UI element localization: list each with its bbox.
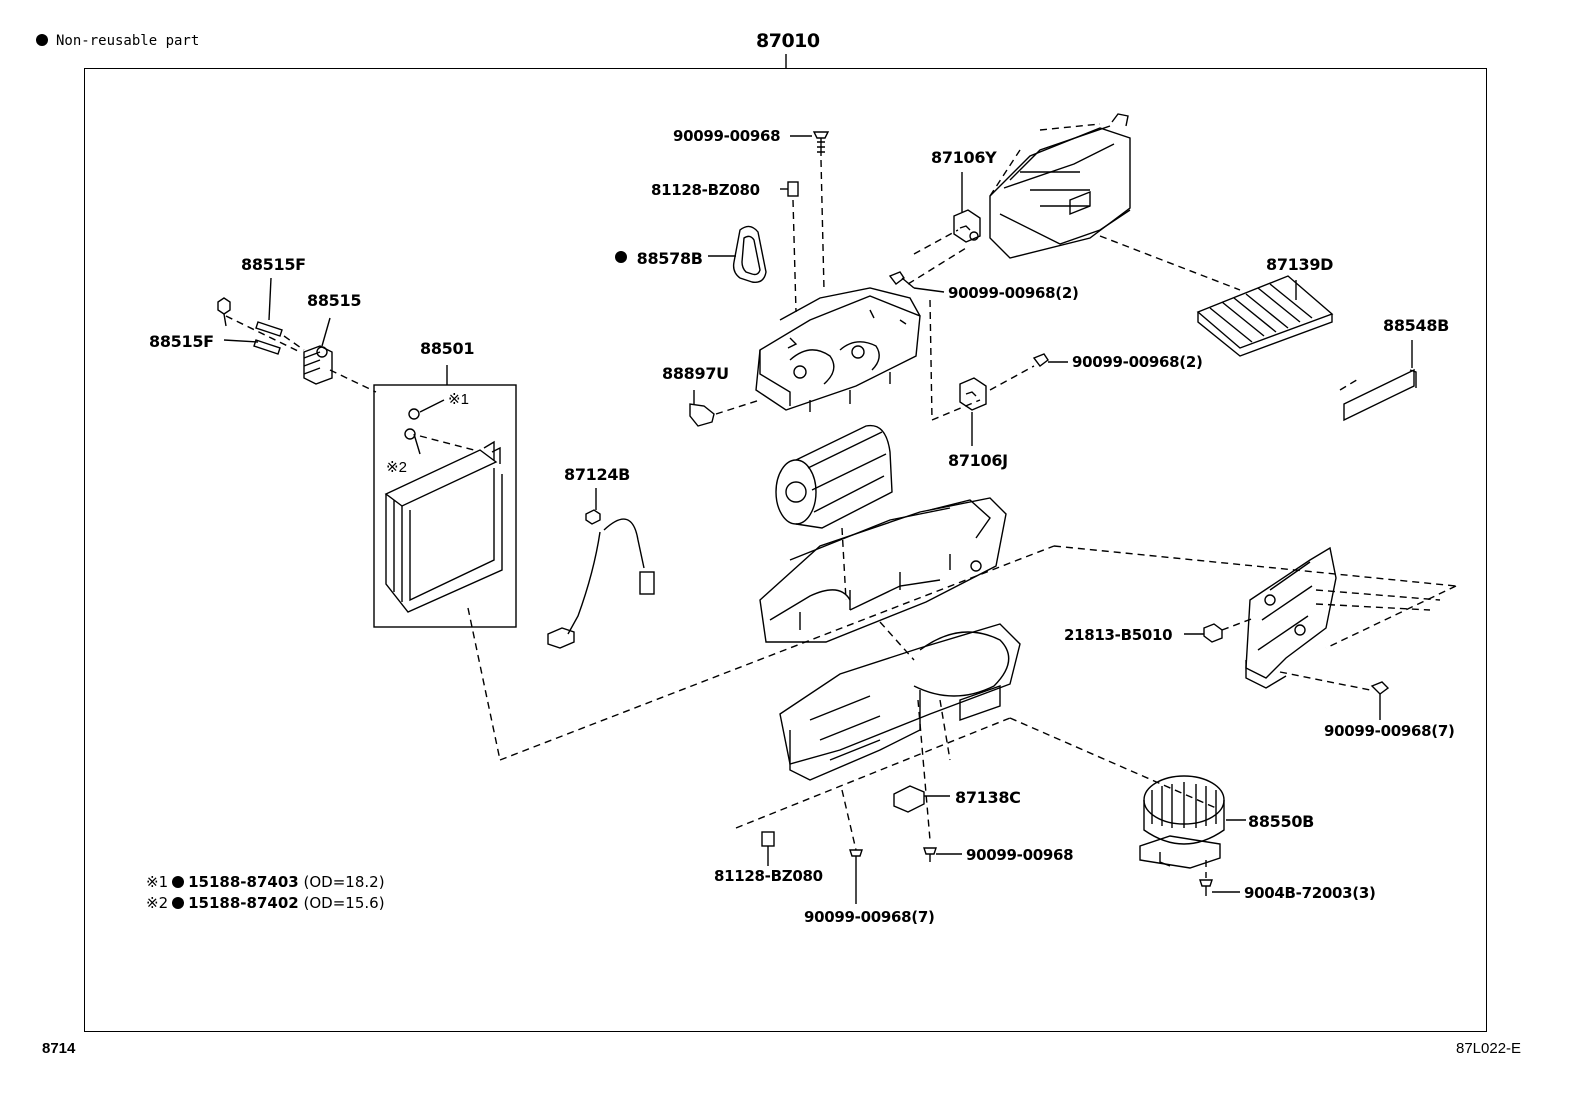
part-90099-00968-bottom-screw-drawing <box>923 847 962 862</box>
part-90099-00968-2a-screw-drawing <box>888 271 945 293</box>
part-88501-evaporator-drawing <box>384 399 503 613</box>
legend-text: Non-reusable part <box>56 33 200 49</box>
evaporator-box <box>373 384 517 628</box>
leader-88515f-b <box>223 339 259 343</box>
footnote-2-part: 15188-87402 <box>188 894 299 912</box>
label-90099-00968-2b: 90099-00968(2) <box>1072 353 1203 371</box>
part-87139d-filter-drawing <box>1196 275 1334 357</box>
label-note1-mark: ※1 <box>448 391 469 408</box>
label-90099-00968-2a: 90099-00968(2) <box>948 284 1079 302</box>
label-88578b: 88578B <box>636 249 703 268</box>
label-87124b: 87124B <box>564 465 631 484</box>
label-87139d: 87139D <box>1266 255 1334 274</box>
label-87106j: 87106J <box>948 451 1008 470</box>
label-88578b-group: 88578B <box>615 249 703 268</box>
leader-88515 <box>321 317 331 347</box>
label-88515f-b: 88515F <box>149 332 214 351</box>
part-87106y-actuator-drawing <box>953 209 981 243</box>
part-87138c-resistor-drawing <box>893 785 950 813</box>
part-21813-b5010-sensor-drawing <box>1184 623 1223 643</box>
label-81128-bz080-top: 81128-BZ080 <box>651 181 760 199</box>
label-9004b-72003: 9004B-72003(3) <box>1244 884 1376 902</box>
label-87106y: 87106Y <box>931 148 997 167</box>
label-90099-00968-top: 90099-00968 <box>673 127 781 145</box>
footnote-1-mark: ※1 <box>146 873 169 891</box>
footnote-1-spec: (OD=18.2) <box>303 873 385 891</box>
label-21813-b5010: 21813-B5010 <box>1064 626 1173 644</box>
part-90099-00968-7b-screw-drawing <box>1370 681 1390 720</box>
lower-housing-drawing <box>779 623 1021 781</box>
part-88578b-seal-drawing <box>732 225 767 283</box>
blend-door-drawing <box>775 424 893 529</box>
footnote-1-part: 15188-87403 <box>188 873 299 891</box>
part-90099-00968-2b-screw-drawing <box>1032 353 1068 367</box>
part-90099-00968-top-screw-drawing <box>812 131 830 156</box>
non-reusable-bullet-icon <box>36 34 48 46</box>
label-90099-00968-7b: 90099-00968(7) <box>1324 722 1455 740</box>
part-88515-valve-drawing <box>303 345 333 385</box>
part-87124b-sensor-drawing <box>547 509 655 649</box>
label-88515: 88515 <box>307 291 362 310</box>
part-81128-bz080-bottom-clip-drawing <box>761 831 775 866</box>
leader-88515f-a <box>268 277 272 321</box>
non-reusable-bullet-icon <box>615 251 627 263</box>
right-duct-bracket-drawing <box>1245 546 1337 689</box>
label-note2-mark: ※2 <box>386 459 407 476</box>
part-87106j-actuator-drawing <box>959 377 987 411</box>
footer-drawing-id: 87L022-E <box>1456 1040 1522 1057</box>
legend: Non-reusable part <box>36 33 199 49</box>
footnote-2-spec: (OD=15.6) <box>303 894 385 912</box>
part-88548b-cover-drawing <box>1343 368 1417 422</box>
part-88897u-actuator-drawing <box>689 390 761 427</box>
non-reusable-bullet-icon <box>172 876 185 888</box>
part-88550b-blower-motor-drawing <box>1139 775 1225 869</box>
label-88501: 88501 <box>420 339 475 358</box>
middle-housing-drawing <box>759 497 1007 643</box>
label-88897u: 88897U <box>662 364 729 383</box>
upper-housing-drawing <box>755 287 921 412</box>
heater-case-top-drawing <box>989 113 1131 259</box>
label-88550b: 88550B <box>1248 812 1315 831</box>
label-88515f-a: 88515F <box>241 255 306 274</box>
label-90099-00968-bottom: 90099-00968 <box>966 846 1074 864</box>
part-90099-00968-7a-screw-drawing <box>849 849 863 904</box>
label-81128-bz080-bottom: 81128-BZ080 <box>714 867 823 885</box>
label-90099-00968-7a: 90099-00968(7) <box>804 908 935 926</box>
footnote-2: ※2 15188-87402 (OD=15.6) <box>146 894 385 912</box>
assembly-number: 87010 <box>756 30 820 52</box>
part-81128-bz080-top-clip-drawing <box>780 181 799 197</box>
label-87138c: 87138C <box>955 788 1021 807</box>
footnote-1: ※1 15188-87403 (OD=18.2) <box>146 873 385 891</box>
label-88548b: 88548B <box>1383 316 1450 335</box>
footer-page-code: 8714 <box>42 1040 76 1057</box>
non-reusable-bullet-icon <box>172 897 185 909</box>
diagram-frame <box>84 68 1487 1032</box>
footnote-2-mark: ※2 <box>146 894 169 912</box>
part-88515f-bolt-drawing <box>217 297 283 355</box>
part-9004b-72003-screw-drawing <box>1199 879 1240 896</box>
